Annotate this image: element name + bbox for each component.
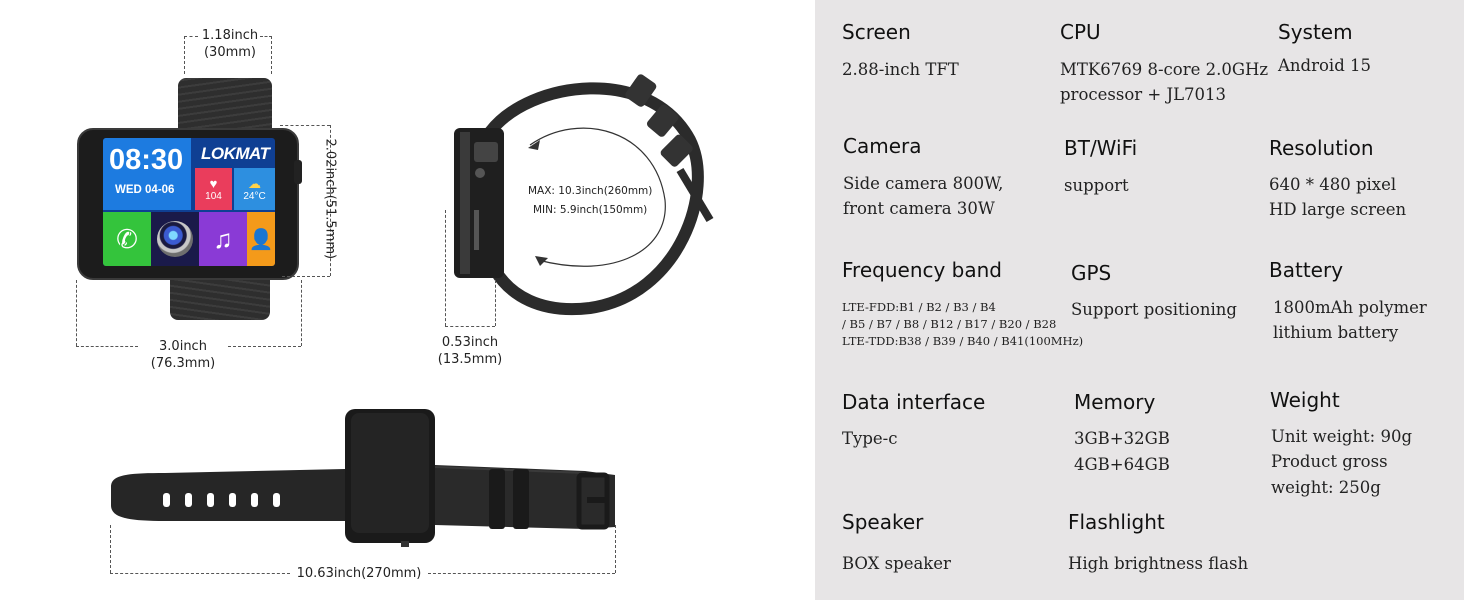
side-band-drawing xyxy=(454,74,714,316)
spec-weight-title: Weight xyxy=(1270,388,1340,412)
spec-memory-title: Memory xyxy=(1074,390,1156,414)
spec-resolution-value-2: HD large screen xyxy=(1269,200,1407,219)
spec-resolution-title: Resolution xyxy=(1269,136,1374,160)
weather-icon: ☁ xyxy=(248,175,261,191)
watch-screen: 08:30 WED 04-06 LOKMAT ♥ 104 ☁ 24°C ✆ ♫ … xyxy=(103,138,275,266)
spec-data-interface-value: Type-c xyxy=(842,429,898,448)
spec-flashlight-title: Flashlight xyxy=(1068,510,1165,534)
clock-date: WED 04-06 xyxy=(115,184,175,196)
spec-cpu-title: CPU xyxy=(1060,20,1101,44)
band-max: MAX: 10.3inch(260mm) xyxy=(528,185,653,197)
contact-tile[interactable]: 👤 xyxy=(247,212,275,266)
spec-data-interface-title: Data interface xyxy=(842,390,986,414)
spec-frequency-title: Frequency band xyxy=(842,258,1002,282)
spec-btwifi-title: BT/WiFi xyxy=(1064,136,1138,160)
band-min: MIN: 5.9inch(150mm) xyxy=(533,204,648,216)
music-tile[interactable]: ♫ xyxy=(199,212,247,266)
flat-band-drawing xyxy=(111,409,615,547)
spec-cpu-value-2: processor + JL7013 xyxy=(1060,85,1227,104)
spec-screen-title: Screen xyxy=(842,20,911,44)
music-icon: ♫ xyxy=(213,223,233,254)
dim-front-top: 1.18inch (30mm) xyxy=(201,28,259,60)
spec-frequency-value-3: LTE-TDD:B38 / B39 / B40 / B41(100MHz) xyxy=(842,334,1084,348)
heart-rate: 104 xyxy=(205,190,222,202)
contact-icon: 👤 xyxy=(248,228,274,251)
temperature: 24°C xyxy=(243,190,266,202)
clock-time: 08:30 xyxy=(109,144,184,176)
spec-speaker-value: BOX speaker xyxy=(842,554,951,573)
spec-flashlight-value: High brightness flash xyxy=(1068,554,1249,573)
spec-resolution-value-1: 640 * 480 pixel xyxy=(1269,175,1397,194)
bottom-band xyxy=(170,272,270,320)
camera-tile[interactable] xyxy=(151,212,199,266)
spec-screen-value: 2.88-inch TFT xyxy=(842,60,959,79)
spec-weight-value-1: Unit weight: 90g xyxy=(1271,427,1413,446)
spec-memory-value-2: 4GB+64GB xyxy=(1074,455,1170,474)
spec-battery-title: Battery xyxy=(1269,258,1344,282)
dim-total-length: 10.63inch(270mm) xyxy=(296,566,422,581)
spec-gps-value: Support positioning xyxy=(1071,300,1237,319)
spec-battery-value-2: lithium battery xyxy=(1273,323,1399,342)
spec-camera-title: Camera xyxy=(843,134,922,158)
spec-system-value: Android 15 xyxy=(1278,56,1372,75)
spec-weight-value-3: weight: 250g xyxy=(1271,478,1381,497)
dim-front-height: 2.02inch(51.5mm) xyxy=(322,138,338,260)
clock-tile: 08:30 WED 04-06 xyxy=(103,138,191,210)
spec-frequency-value-2: / B5 / B7 / B8 / B12 / B17 / B20 / B28 xyxy=(842,317,1057,331)
spec-memory-value-1: 3GB+32GB xyxy=(1074,429,1170,448)
phone-tile[interactable]: ✆ xyxy=(103,212,151,266)
spec-weight-value-2: Product gross xyxy=(1271,452,1388,471)
spec-panel: Screen 2.88-inch TFT CPU MTK6769 8-core … xyxy=(815,0,1464,600)
spec-camera-value-2: front camera 30W xyxy=(843,199,995,218)
side-button xyxy=(294,160,302,184)
weather-tile[interactable]: ☁ 24°C xyxy=(234,168,275,210)
dim-front-bottom: 3.0inch (76.3mm) xyxy=(150,339,216,371)
heart-tile[interactable]: ♥ 104 xyxy=(195,168,232,210)
spec-cpu-value-1: MTK6769 8-core 2.0GHz xyxy=(1060,60,1269,79)
brand-logo: LOKMAT xyxy=(201,144,270,163)
spec-gps-title: GPS xyxy=(1071,261,1112,285)
spec-frequency-value-1: LTE-FDD:B1 / B2 / B3 / B4 xyxy=(842,300,996,314)
spec-battery-value-1: 1800mAh polymer xyxy=(1273,298,1427,317)
heart-icon: ♥ xyxy=(209,175,218,191)
phone-icon: ✆ xyxy=(116,223,138,254)
spec-system-title: System xyxy=(1278,20,1353,44)
top-band xyxy=(178,78,272,130)
camera-icon xyxy=(157,221,193,257)
spec-speaker-title: Speaker xyxy=(842,510,924,534)
spec-camera-value-1: Side camera 800W, xyxy=(843,174,1004,193)
spec-btwifi-value: support xyxy=(1064,176,1129,195)
dim-thickness: 0.53inch (13.5mm) xyxy=(437,335,503,367)
